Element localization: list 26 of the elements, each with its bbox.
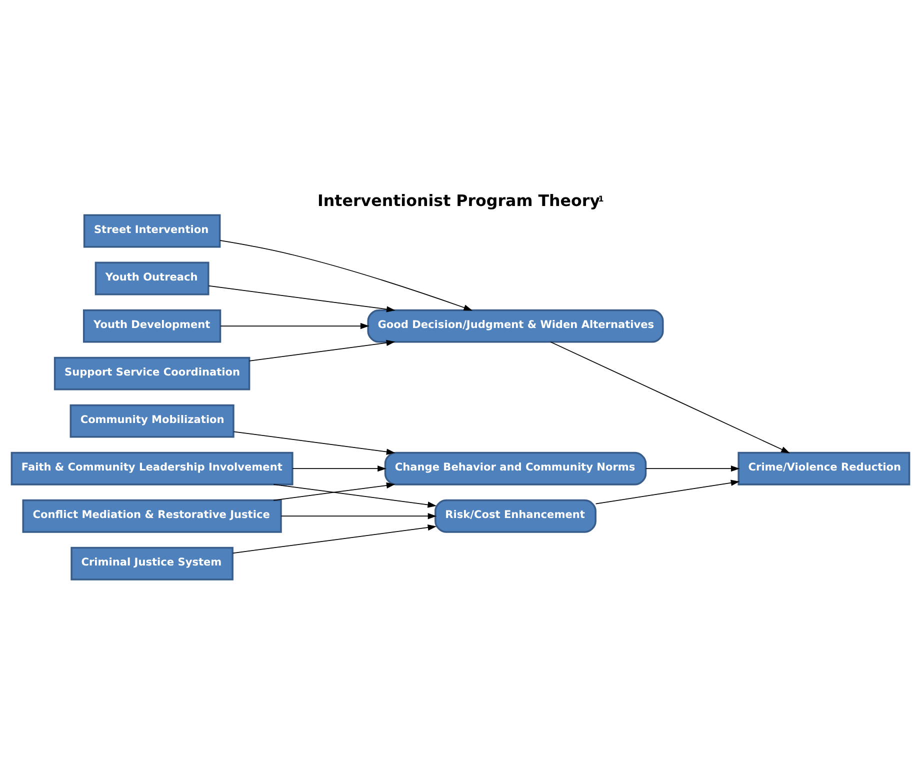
arrow bbox=[220, 322, 370, 330]
arrow bbox=[550, 342, 790, 454]
arrow bbox=[273, 484, 437, 508]
diagram-title: Interventionist Program Theory$^{1}$ bbox=[318, 190, 604, 210]
arrow bbox=[292, 466, 386, 472]
node-box: Youth Development bbox=[82, 309, 222, 343]
node-box: Street Intervention bbox=[83, 214, 221, 248]
node-box: Youth Outreach bbox=[94, 262, 210, 296]
arrow bbox=[232, 524, 437, 554]
arrow bbox=[208, 285, 396, 312]
node-box: Risk/Cost Enhancement bbox=[434, 499, 596, 533]
arrow bbox=[273, 482, 396, 501]
node-box: Community Mobilization bbox=[70, 404, 234, 438]
arrow bbox=[233, 431, 396, 455]
node-box: Crime/Violence Reduction bbox=[738, 452, 910, 486]
node-box: Criminal Justice System bbox=[70, 546, 234, 580]
node-box: Good Decision/Judgment & Widen Alternatives bbox=[367, 309, 664, 343]
arrow bbox=[248, 340, 396, 362]
arrow bbox=[280, 513, 437, 520]
arrow bbox=[595, 480, 740, 504]
node-box: Support Service Coordination bbox=[54, 356, 250, 390]
node-box: Faith & Community Leadership Involvement bbox=[10, 452, 294, 486]
node-box: Change Behavior and Community Norms bbox=[384, 452, 647, 486]
arrow bbox=[645, 466, 740, 472]
node-box: Conflict Mediation & Restorative Justice bbox=[22, 499, 282, 533]
arrow bbox=[220, 240, 473, 311]
